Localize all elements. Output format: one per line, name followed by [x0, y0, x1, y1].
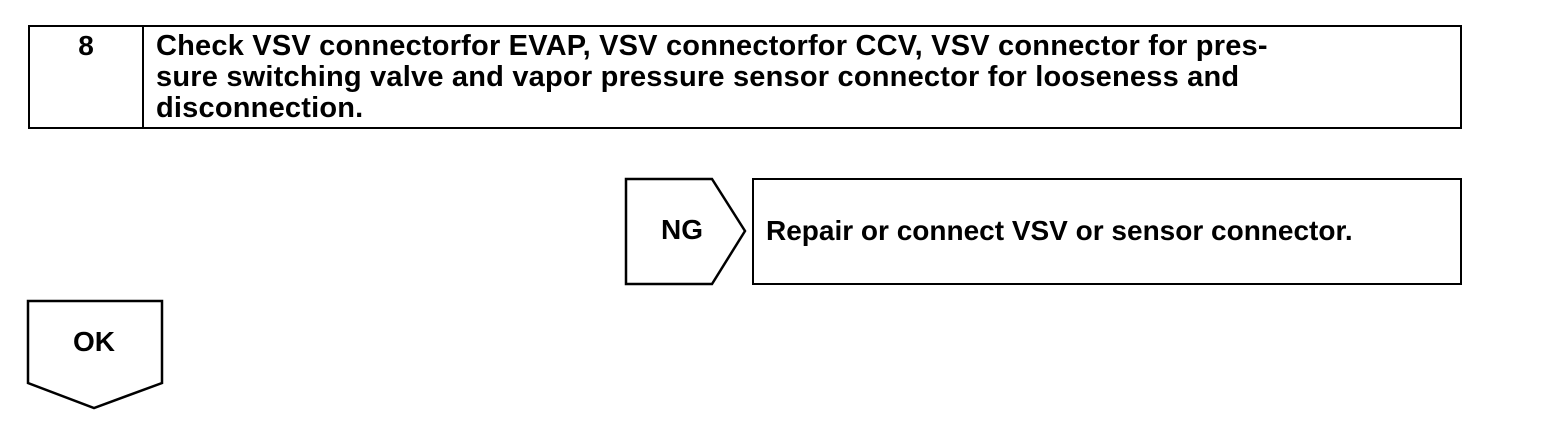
ok-label: OK	[73, 326, 115, 357]
ng-label: NG	[661, 214, 703, 245]
step-instruction-line-2: sure switching valve and vapor pressure …	[156, 61, 1240, 93]
ng-arrow-icon	[624, 177, 747, 286]
step-instruction: Check VSV connectorfor EVAP, VSV connect…	[144, 27, 1460, 127]
ok-arrow-icon	[26, 299, 164, 410]
step-number: 8	[30, 27, 144, 127]
step-box: 8 Check VSV connectorfor EVAP, VSV conne…	[28, 25, 1462, 129]
ng-action-box: Repair or connect VSV or sensor connecto…	[752, 178, 1462, 285]
step-instruction-line-3: disconnection.	[156, 92, 364, 124]
step-instruction-line-1: Check VSV connectorfor EVAP, VSV connect…	[156, 30, 1268, 62]
